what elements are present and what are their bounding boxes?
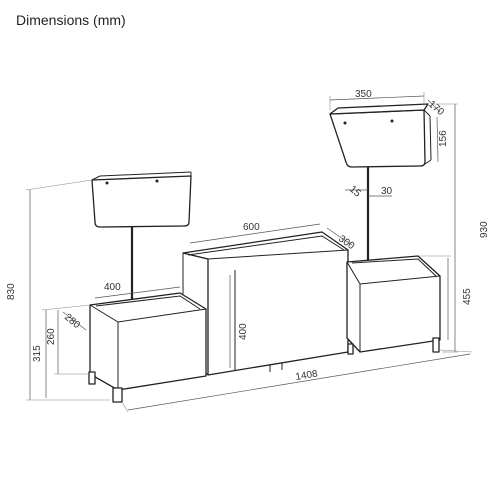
left-hanging-basket — [91, 171, 192, 228]
dim-left-depth: 280 — [62, 312, 82, 331]
dim-right-height: 455 — [462, 288, 473, 305]
dim-total-length: 1408 — [295, 369, 319, 383]
dim-bracket-a: 15 — [347, 184, 363, 200]
dim-left-width: 400 — [104, 282, 121, 293]
right-planter-box — [346, 255, 441, 355]
left-planter-box — [88, 292, 207, 403]
dim-small-basket-width: 350 — [355, 89, 372, 100]
right-hanging-basket — [329, 103, 432, 168]
dim-bracket-b: 30 — [381, 186, 393, 197]
dim-left-box-height: 260 — [46, 328, 57, 345]
dim-total-height-right: 930 — [479, 221, 490, 238]
dim-small-basket-height: 156 — [438, 130, 449, 147]
dim-total-height-left: 830 — [6, 283, 17, 300]
dim-middle-height: 400 — [238, 323, 249, 340]
dim-left-leg-height: 315 — [32, 345, 43, 362]
dim-middle-width: 600 — [243, 222, 260, 233]
middle-planter-box — [182, 231, 349, 376]
dimension-lines — [25, 92, 473, 413]
page-title: Dimensions (mm) — [16, 12, 126, 28]
